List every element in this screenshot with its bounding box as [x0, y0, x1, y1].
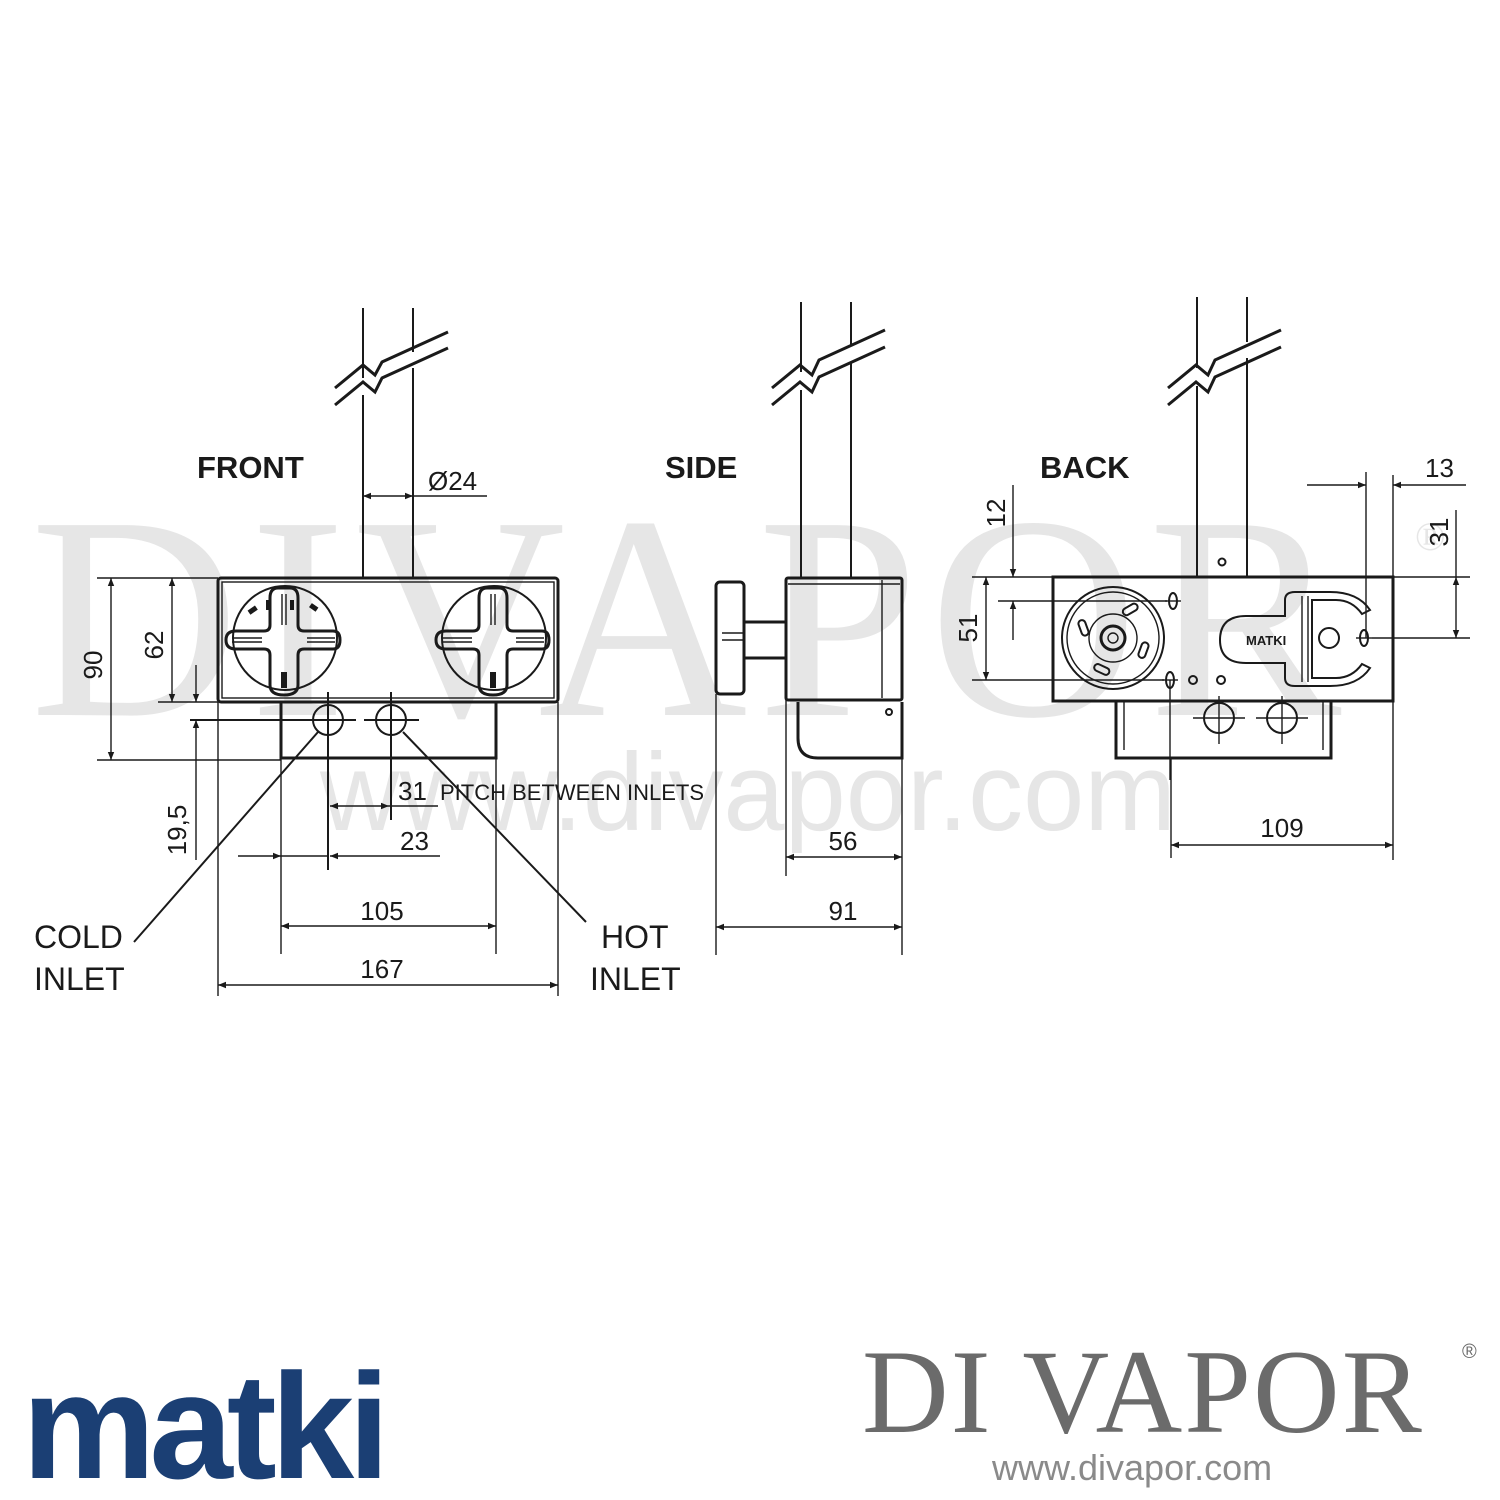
svg-text:INLET: INLET	[34, 961, 125, 997]
front-dim-pipe-diameter: Ø24	[363, 466, 487, 500]
svg-text:12: 12	[981, 499, 1011, 528]
front-dim-inlet-offset: 19,5	[162, 665, 200, 860]
svg-text:31: 31	[1424, 518, 1454, 547]
back-dim-hole-top: 12	[981, 485, 1017, 640]
svg-text:91: 91	[829, 896, 858, 926]
divapor-registered: ®	[1462, 1341, 1477, 1363]
front-dim-height-total: 90	[78, 578, 115, 760]
watermark-brand: DIVAPOR	[30, 457, 1352, 778]
side-view: SIDE 56 91	[665, 302, 904, 955]
back-pipe	[1167, 297, 1282, 577]
cold-handle	[224, 585, 342, 697]
watermark: DIVAPOR ® www.divapor.com	[30, 457, 1445, 854]
back-dim-right-offset: 13	[1307, 453, 1466, 489]
side-dim-depth-body: 56	[786, 826, 902, 861]
side-pipe	[771, 302, 886, 578]
svg-text:51: 51	[953, 614, 983, 643]
svg-text:19,5: 19,5	[162, 805, 192, 856]
svg-text:31: 31	[398, 776, 427, 806]
back-dim-width-lower: 109	[1171, 813, 1393, 849]
pitch-note: PITCH BETWEEN INLETS	[440, 780, 704, 805]
svg-text:HOT: HOT	[601, 919, 669, 955]
svg-text:23: 23	[400, 826, 429, 856]
back-view: BACK	[953, 297, 1470, 860]
divapor-wordmark: DI VAPOR	[862, 1325, 1424, 1458]
back-title: BACK	[1040, 450, 1130, 485]
hot-handle	[434, 585, 551, 697]
back-dim-right-hole-height: 31	[1424, 510, 1460, 638]
front-lower-box	[279, 702, 498, 760]
front-dim-height-body: 62	[139, 578, 176, 702]
side-dim-depth-total: 91	[716, 896, 902, 931]
front-dim-width-lower: 105	[281, 896, 496, 930]
divapor-url: www.divapor.com	[991, 1447, 1272, 1488]
front-dim-pitch: 31 PITCH BETWEEN INLETS	[330, 776, 704, 810]
svg-text:90: 90	[78, 651, 108, 680]
cold-leader	[133, 731, 319, 943]
watermark-registered: ®	[1415, 514, 1445, 559]
svg-text:Ø24: Ø24	[428, 466, 477, 496]
back-lower-bracket	[1114, 702, 1333, 760]
hot-leader	[402, 731, 587, 923]
side-body	[784, 576, 904, 702]
svg-text:167: 167	[360, 954, 403, 984]
back-valve-disc	[1061, 586, 1165, 690]
svg-text:matki: matki	[22, 1342, 384, 1500]
svg-text:COLD: COLD	[34, 919, 123, 955]
matki-logo: matki	[22, 1342, 390, 1500]
hot-inlet-symbol	[364, 692, 419, 820]
front-title: FRONT	[197, 450, 304, 485]
svg-text:105: 105	[360, 896, 403, 926]
back-mounting-holes	[1162, 592, 1308, 780]
svg-text:56: 56	[829, 826, 858, 856]
divapor-logo: DI VAPOR ® www.divapor.com	[862, 1325, 1477, 1488]
back-dim-hole-spacing: 51	[953, 577, 990, 680]
back-plate-label: MATKI	[1246, 633, 1286, 648]
front-dim-width-total: 167	[218, 954, 558, 989]
svg-text:109: 109	[1260, 813, 1303, 843]
front-dim-inlet-offset-x: 23	[238, 826, 440, 860]
front-pipe	[334, 308, 449, 578]
back-matki-plate: MATKI	[1218, 591, 1372, 687]
cold-inlet-callout: COLD INLET	[34, 919, 125, 997]
svg-text:62: 62	[139, 631, 169, 660]
hot-inlet-callout: HOT INLET	[590, 919, 681, 997]
side-title: SIDE	[665, 450, 737, 485]
svg-text:INLET: INLET	[590, 961, 681, 997]
svg-text:13: 13	[1425, 453, 1454, 483]
front-view: FRONT Ø24	[34, 308, 704, 997]
